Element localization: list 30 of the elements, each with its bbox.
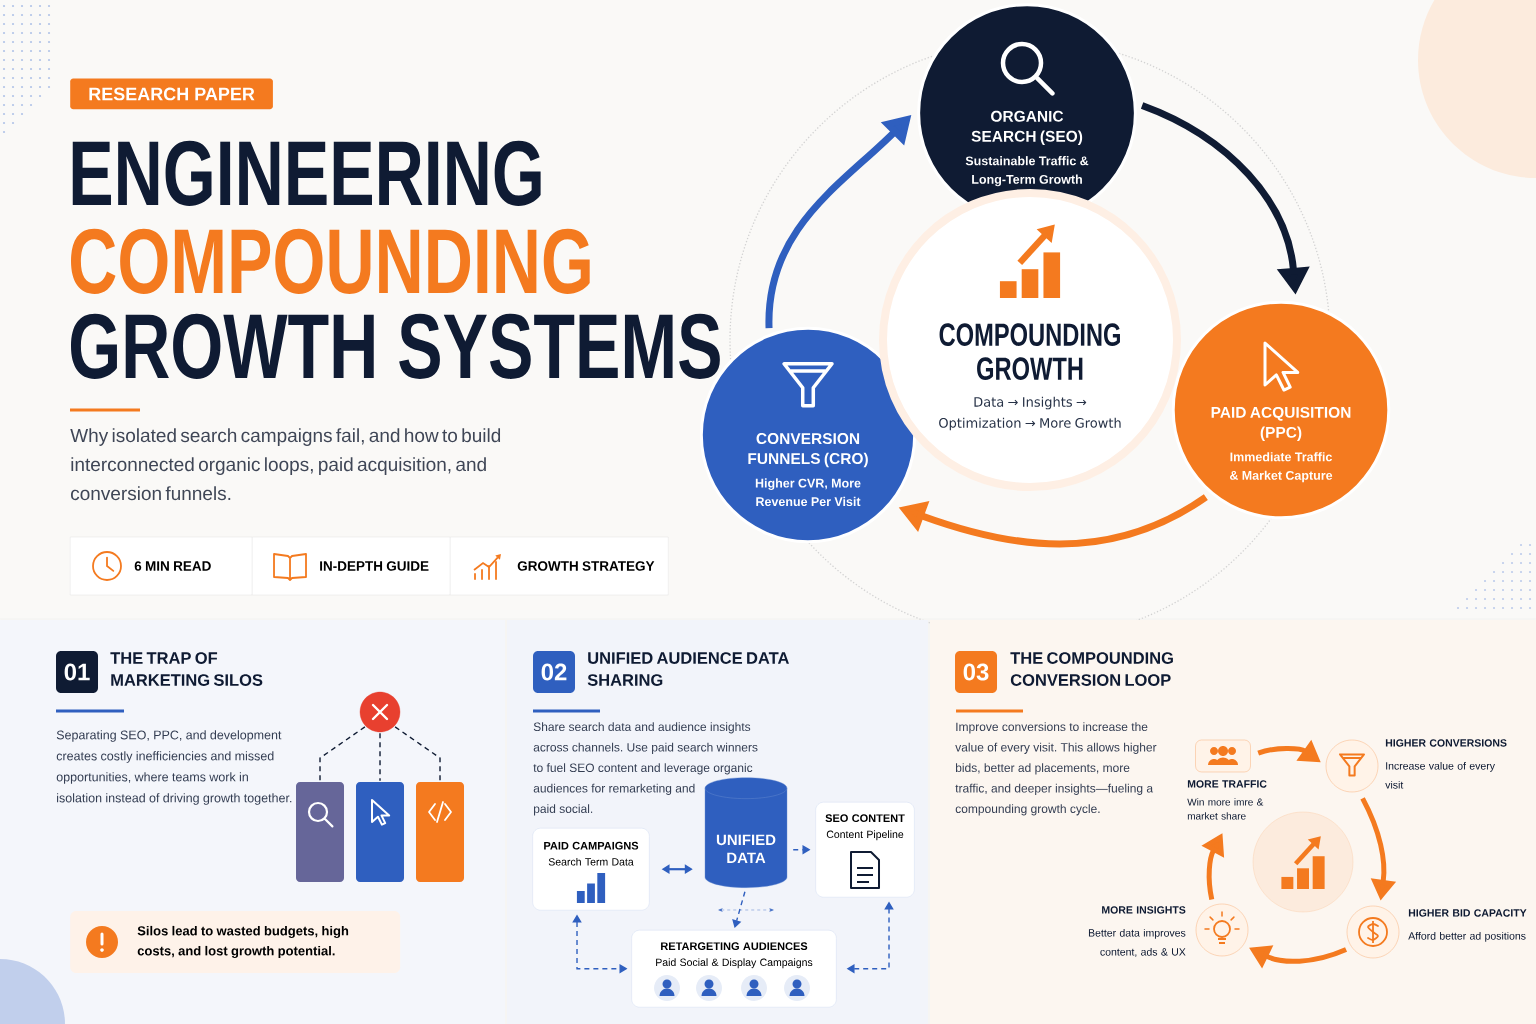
body-text: Improve conversions to increase the value of every visit. This allows higher bids, better ad placements, more traffic, and deeper insights—fueling a compounding growth cycle. (955, 722, 1157, 816)
connector-line (394, 726, 441, 782)
silo-bar (356, 782, 404, 882)
info-cell: IN-DEPTH GUIDE (252, 536, 451, 596)
section-heading: THE COMPOUNDING CONVERSION LOOP (1010, 652, 1173, 686)
data-box: PAID CAMPAIGNS Search Term Data (532, 828, 650, 911)
silo-bar (416, 782, 464, 882)
subtitle: Why isolated search campaigns fail, and how to build interconnected organic loops, paid acquisition, and conversion funnels. (70, 428, 501, 501)
database-cylinder: UNIFIED DATA (704, 777, 788, 888)
step-label: MORE INSIGHTS Better data improves content, ads & UX (1088, 906, 1186, 957)
silo-bar (296, 782, 344, 882)
connector-line (379, 732, 381, 782)
data-box: SEO CONTENT Content Pipeline (815, 802, 915, 898)
number-badge: 01 (56, 651, 98, 693)
section-heading: UNIFIED AUDIENCE DATA SHARING (587, 652, 789, 686)
number-badge: 02 (533, 651, 575, 693)
info-cell: 6 MIN READ (70, 536, 253, 596)
section-heading: THE TRAP OF MARKETING SILOS (110, 652, 263, 686)
title-text: COMPOUNDING (71, 228, 590, 294)
title-text: ENGINEERING (72, 140, 541, 206)
step-label: MORE TRAFFIC Win more imre & market share (1187, 780, 1267, 820)
error-circle (359, 691, 401, 733)
number-badge: 03 (955, 651, 997, 693)
info-cell: GROWTH STRATEGY (450, 536, 669, 596)
title-badge: RESEARCH PAPER (70, 78, 273, 110)
connector-line (319, 726, 366, 782)
step-label: HIGHER BID CAPACITY Afford better ad positions (1408, 909, 1527, 942)
step-label: HIGHER CONVERSIONS Increase value of every visit (1385, 739, 1507, 789)
body-text: Separating SEO, PPC, and development creates costly inefficiencies and missed opportunities, where teams work in isolation instead of driving growth together. (56, 730, 292, 805)
alert-box: Silos lead to wasted budgets, high costs, and lost growth potential. (70, 911, 401, 973)
